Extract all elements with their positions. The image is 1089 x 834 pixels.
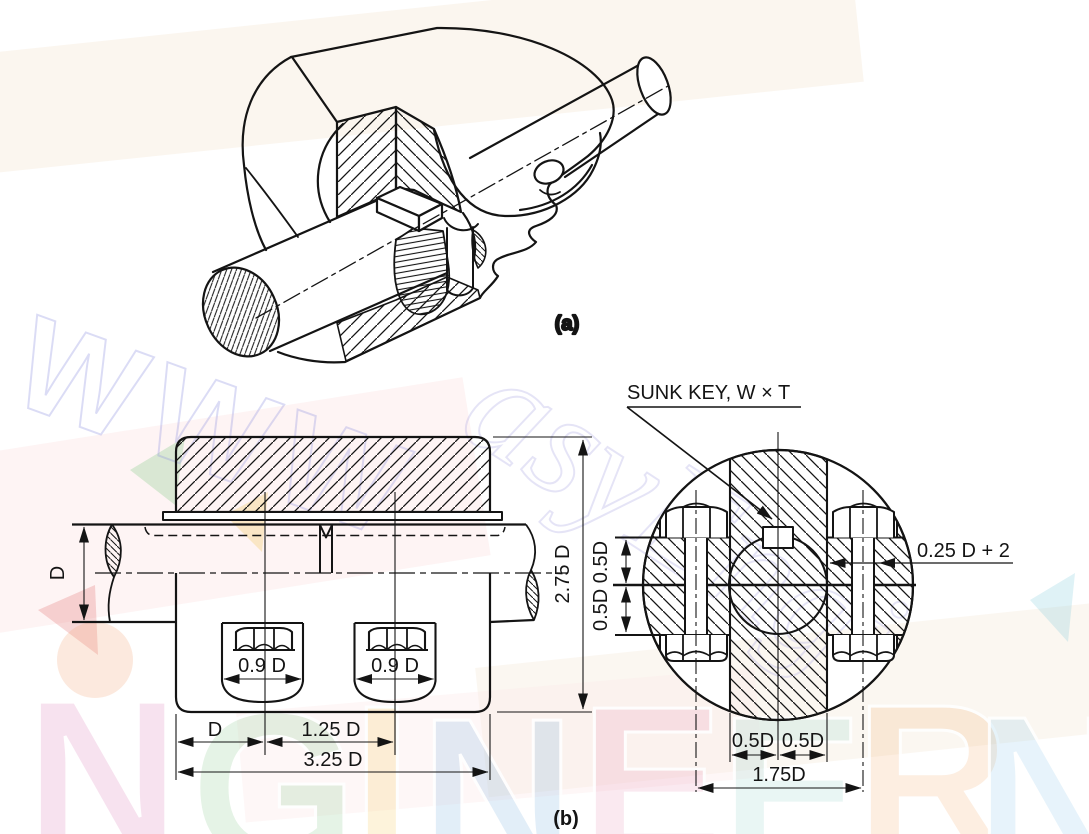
hub-width-dims [697,713,862,793]
shaft-bottom-edge [268,271,449,353]
watermark-letter: G [190,667,357,834]
muff-upper-half [174,435,492,514]
saddle-strip [162,511,503,521]
watermark-band [0,0,864,178]
dim-hub-half-left: 0.5D [732,730,774,752]
dim-pocket-width-2: 0.9 D [371,655,419,677]
watermark-letter: R [855,659,1010,834]
key-width-dimension [829,558,1013,568]
bolt-pocket-1 [220,621,305,704]
stub-bottom-edge [563,112,660,179]
muff-bore-arc [316,122,345,224]
dim-key-width: 0.25 D + 2 [917,540,1010,562]
shaft-break-right [525,523,540,621]
far-pocket-inner-arc [518,163,594,212]
sunk-key-callout [626,406,801,520]
dim-flange-halves: 0.5D 0.5D [590,541,612,631]
muff-split-line [245,167,299,238]
sunk-key-3d [375,185,444,233]
shaft-end-face [201,266,281,358]
shaft-bottom-line-right [489,618,535,624]
muff-lower-half [174,573,492,714]
stub-top-edge [468,58,650,160]
view-b-label: (b) [553,808,579,830]
pictorial-view: (a) [201,26,672,364]
view-a-label: (a) [555,313,579,335]
recess-walls [659,519,898,650]
cut-edge [290,55,339,124]
dim-bolt-edge-offset: D [208,719,222,741]
shaft-joint [319,524,333,573]
watermark-letter: I [352,660,412,834]
dim-overall-length: 3.25 D [304,749,363,771]
front-section-view: 0.9 D 0.9 D D 2.75 D D 1.25 D 3.25 D (b) [47,435,592,830]
muff-left-face [241,55,293,252]
dimension-lines [79,436,592,780]
watermark-letter: N [25,655,180,834]
watermark-letter: N [420,673,575,834]
dim-overall-height: 2.75 D [552,545,574,604]
dim-bolt-centers: 1.75D [752,764,805,786]
axis-centerline [255,85,669,319]
dim-hub-half-right: 0.5D [782,730,824,752]
far-pocket-arc-small [539,189,561,196]
watermark-shape [57,622,133,698]
bolt-hole-cut [443,217,487,297]
cut-face-bottom [336,276,481,362]
watermark-shape [130,437,185,505]
shaft-break-left [104,523,122,623]
stub-end-face [636,56,672,116]
dim-pocket-width-1: 0.9 D [238,655,286,677]
watermark-band [236,667,764,823]
watermark-shape [1030,573,1075,642]
side-section-view: SUNK KEY, W × T 0.25 D + 2 0.5D 0.5D 0.5… [590,382,1013,793]
far-pocket-curve [432,128,602,218]
far-bolt-hole [533,159,565,185]
shaft-top-edge [211,198,380,274]
watermark-letter: N [975,671,1089,834]
muff-outline [276,26,615,364]
dim-shaft-dia: D [47,566,69,580]
watermark-letter: E [580,661,723,834]
nut-left [665,635,728,662]
dim-bolt-pitch: 1.25 D [302,719,361,741]
bolt-pocket-2 [353,621,437,704]
sunk-key-label: SUNK KEY, W × T [627,382,790,404]
